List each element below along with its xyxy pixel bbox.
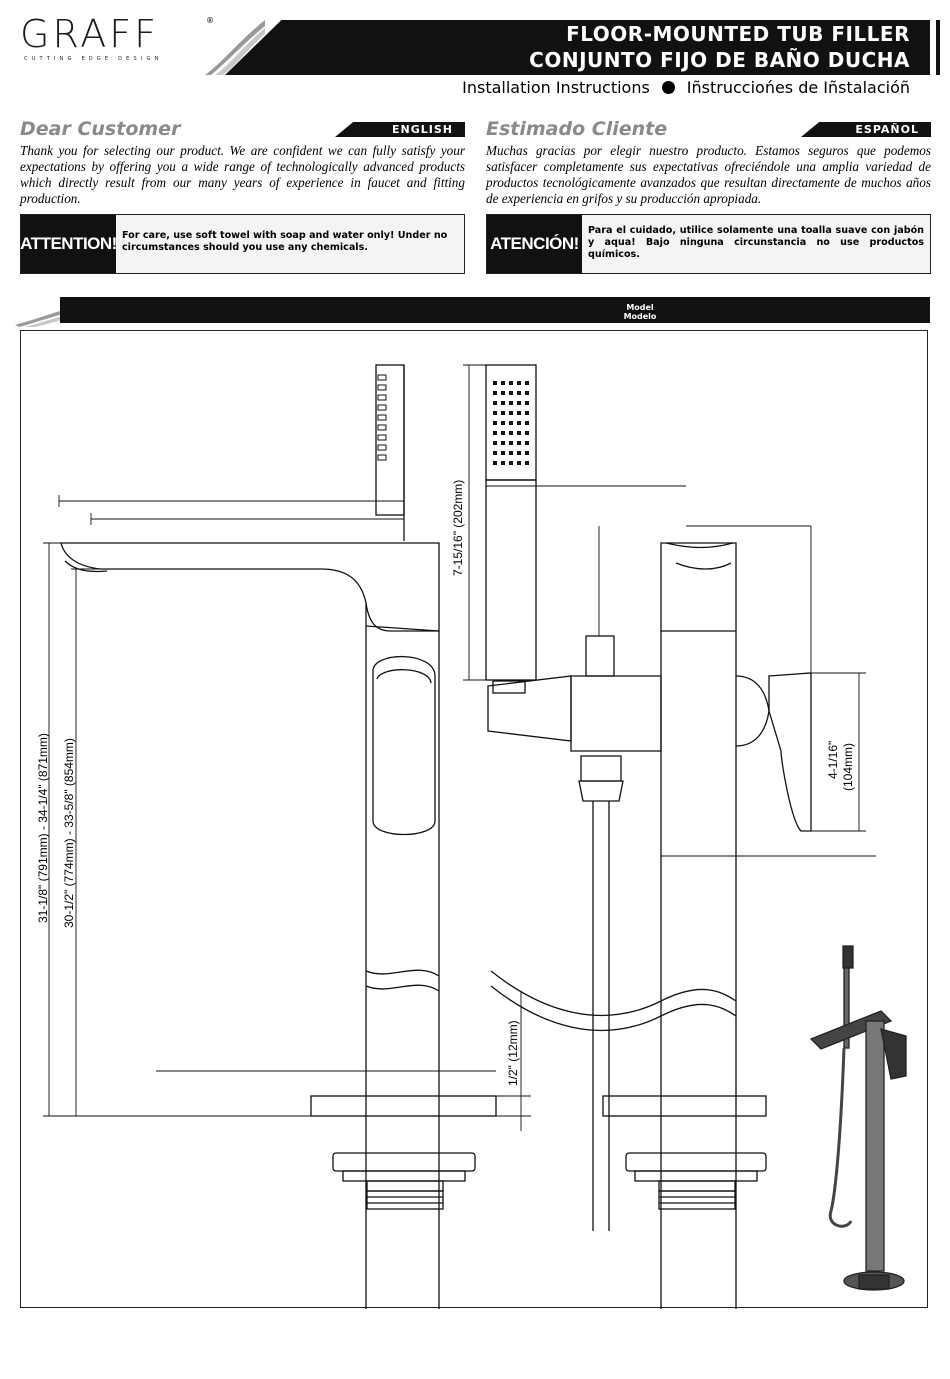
model-bar	[60, 297, 930, 323]
side-view	[43, 364, 531, 1309]
installation-subtitle: Installation Instructions Iñstrucciońes …	[462, 78, 910, 97]
attention-box-es: ATENCIÓN! Para el cuidado, utilice solam…	[486, 214, 931, 274]
subtitle-es: Iñstrucciońes de Iñstalacióñ	[686, 78, 910, 97]
edge-bar	[936, 20, 940, 75]
total-height-dimension: 31-1/8" (791mm) - 34-1/4" (871mm)	[36, 733, 50, 923]
handle-dimension-mm: (104mm)	[841, 742, 855, 791]
attention-text-es: Para el cuidado, utilice solamente una t…	[582, 215, 930, 273]
intro-text-es: Muchas gracias por elegir nuestro produc…	[486, 143, 931, 206]
attention-label-en: ATTENTION!	[20, 215, 117, 273]
product-thumbnail	[809, 945, 907, 1291]
attention-text-en: For care, use soft towel with soap and w…	[116, 215, 464, 273]
subtitle-en: Installation Instructions	[462, 78, 650, 97]
handshower-dimension: 7-15/16" (202mm)	[451, 479, 465, 576]
language-tag-es: ESPAÑOL	[801, 122, 931, 137]
model-label-en: Model	[626, 303, 654, 312]
greeting-es: Estimado Cliente	[486, 118, 668, 140]
greeting-en: Dear Customer	[20, 118, 181, 140]
intro-text-en: Thank you for selecting our product. We …	[20, 143, 465, 206]
faucet-line-drawing	[43, 364, 907, 1309]
handle-dimension-inch: 4-1/16"	[826, 740, 840, 779]
brand-tagline: CUTTING EDGE DESIGN	[24, 56, 163, 62]
spanish-section: Estimado Cliente ESPAÑOL Muchas gracias …	[486, 118, 931, 207]
brand-name: GRAFF	[20, 12, 160, 56]
registered-mark: ®	[206, 16, 214, 25]
model-label: Model Modelo	[600, 303, 680, 321]
technical-drawing: 31-1/8" (791mm) - 34-1/4" (871mm) 30-1/2…	[20, 330, 928, 1309]
english-section: Dear Customer ENGLISH Thank you for sele…	[20, 118, 465, 207]
spout-height-dimension: 30-1/2" (774mm) - 33-5/8" (854mm)	[62, 738, 76, 928]
title-bar	[225, 20, 930, 75]
title-swoosh-graphic	[205, 20, 265, 75]
floor-gap-dimension: 1/2" (12mm)	[506, 1020, 520, 1086]
attention-label-es: ATENCIÓN!	[487, 215, 582, 273]
product-title-es: CONJUNTO FIJO DE BAÑO DUCHA	[529, 48, 910, 72]
bullet-icon	[661, 81, 675, 94]
model-label-es: Modelo	[623, 312, 657, 321]
graff-logo: GRAFF ® CUTTING EDGE DESIGN	[20, 14, 220, 64]
language-tag-en: ENGLISH	[335, 122, 465, 137]
product-title-en: FLOOR-MOUNTED TUB FILLER	[566, 22, 910, 46]
front-view	[463, 364, 876, 1309]
attention-box-en: ATTENTION! For care, use soft towel with…	[20, 214, 465, 274]
